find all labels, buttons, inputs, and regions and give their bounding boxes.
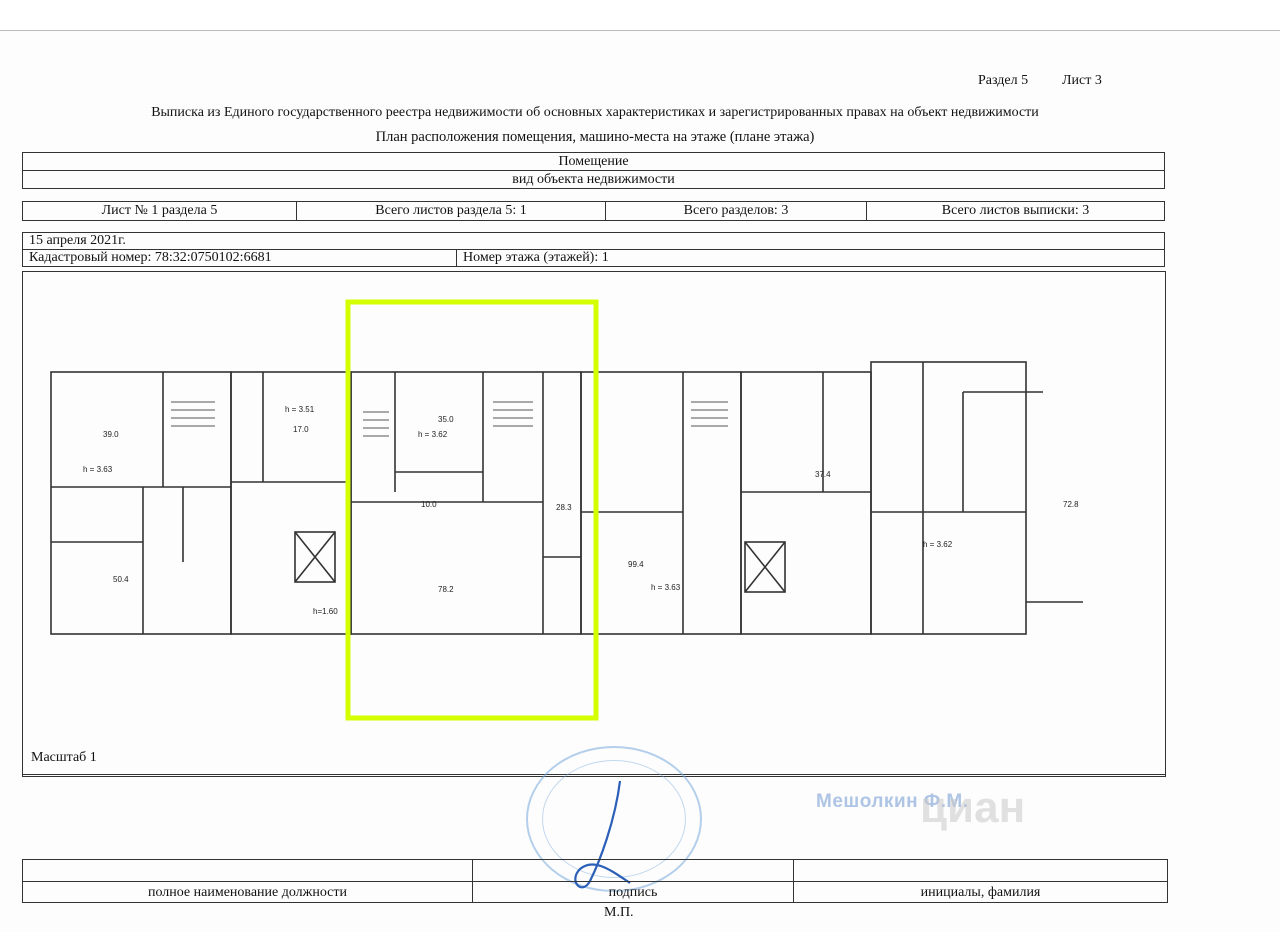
document-subtitle: План расположения помещения, машино-мест… [375, 129, 815, 145]
room-label: h = 3.62 [418, 430, 448, 439]
plan-block-1 [50, 371, 232, 635]
section-number: Раздел 5 [978, 73, 1029, 88]
signature-caption: подпись [608, 885, 658, 900]
room-label: 37.4 [815, 470, 831, 479]
floor-plan-drawing: h = 3.63 39.0 17.0 h = 3.51 35.0 h = 3.6… [50, 299, 1083, 721]
room-label: 39.0 [103, 430, 119, 439]
seal-place: М.П. [604, 905, 634, 920]
floor-plan: h = 3.63 39.0 17.0 h = 3.51 35.0 h = 3.6… [22, 271, 1166, 775]
room-label: 78.2 [438, 585, 454, 594]
room-label: 28.3 [556, 503, 572, 512]
room-label: h = 3.51 [285, 405, 315, 414]
room-label: 99.4 [628, 560, 644, 569]
official-stamp [526, 746, 702, 892]
room-label: 10.0 [421, 500, 437, 509]
object-type-value: Помещение [22, 152, 1165, 171]
plan-block-4 [580, 371, 742, 635]
room-label: h = 3.62 [923, 540, 953, 549]
room-label: h = 3.63 [651, 583, 681, 592]
document-title: Выписка из Единого государственного реес… [151, 105, 1039, 120]
extract-date: 15 апреля 2021г. [22, 232, 1165, 250]
sheet-of-section: Лист № 1 раздела 5 [22, 201, 297, 221]
room-label: 35.0 [438, 415, 454, 424]
cadastral-number: Кадастровый номер: 78:32:0750102:6681 [22, 249, 457, 267]
plan-block-5 [740, 371, 872, 635]
room-label: 72.8 [1063, 500, 1079, 509]
room-label: h = 3.63 [83, 465, 113, 474]
name-caption: инициалы, фамилия [920, 885, 1041, 900]
total-sheets-section: Всего листов раздела 5: 1 [296, 201, 606, 221]
plan-block-6 [870, 361, 1027, 635]
extract-page: Раздел 5 Лист 3 Выписка из Единого госуд… [0, 30, 1280, 932]
signature-mark [574, 780, 631, 889]
plan-block-3 [350, 371, 582, 635]
room-label: 50.4 [113, 575, 129, 584]
sheet-number: Лист 3 [1062, 73, 1102, 88]
total-sheets: Всего листов выписки: 3 [866, 201, 1165, 221]
signer-name: Мешолкин Ф.М. [816, 791, 969, 812]
highlight-frame [345, 299, 599, 721]
watermark: циан [920, 783, 1026, 832]
total-sections: Всего разделов: 3 [605, 201, 867, 221]
room-label: h=1.60 [313, 607, 338, 616]
position-caption: полное наименование должности [147, 885, 348, 900]
floor-number: Номер этажа (этажей): 1 [456, 249, 1165, 267]
object-type-caption: вид объекта недвижимости [22, 170, 1165, 189]
room-label: 17.0 [293, 425, 309, 434]
